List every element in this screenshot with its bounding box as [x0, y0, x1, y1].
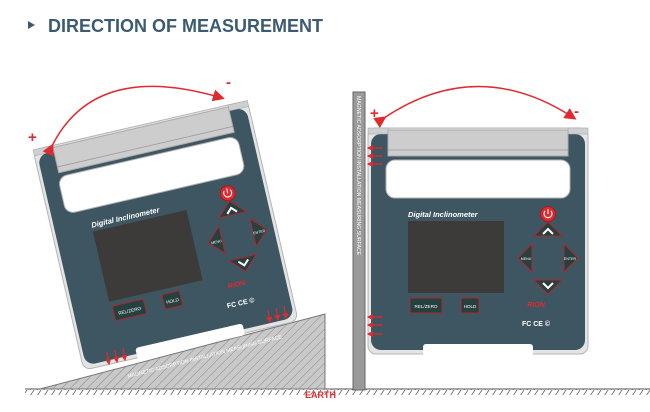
- enter-label: ENTER: [564, 257, 577, 261]
- hold-button[interactable]: [460, 297, 480, 314]
- power-icon: [223, 188, 233, 198]
- magnetic-force-arrows: [105, 145, 383, 366]
- certification-marks: FC CE ©: [522, 320, 551, 328]
- device-screen: [408, 221, 504, 293]
- brand-logo: RION: [527, 302, 545, 309]
- menu-label: MENU: [211, 239, 223, 245]
- inclinometer-tilted: Digital Inclinometer MENU ENTER REL/ZERO…: [32, 100, 298, 370]
- down-arrow-icon: [237, 258, 249, 267]
- rel-zero-button[interactable]: [409, 297, 443, 314]
- bullet-triangle-icon: [28, 21, 35, 29]
- dpad: MENU ENTER: [517, 221, 579, 295]
- right-plus-label: +: [370, 105, 379, 122]
- brand-logo: RION: [227, 280, 247, 291]
- right-minus-label: -: [574, 103, 579, 120]
- dpad: MENU ENTER: [205, 200, 270, 274]
- left-plus-label: +: [28, 129, 37, 146]
- page-title: DIRECTION OF MEASUREMENT: [48, 16, 323, 36]
- power-icon: [543, 209, 553, 219]
- device-screen: [92, 210, 203, 302]
- down-arrow-icon: [542, 282, 554, 290]
- down-button[interactable]: [227, 253, 259, 274]
- menu-label: MENU: [521, 257, 532, 261]
- rel-zero-label: REL/ZERO: [118, 306, 142, 316]
- rel-zero-button[interactable]: [112, 298, 147, 321]
- handle-window: [385, 159, 571, 199]
- vertical-surface-post: [352, 91, 366, 391]
- inclined-surface-wedge: [39, 313, 326, 390]
- earth-label: EARTH: [305, 390, 336, 400]
- menu-button[interactable]: [517, 242, 533, 274]
- bottom-notch: [423, 344, 533, 356]
- enter-button[interactable]: [249, 216, 270, 248]
- bottom-notch: [135, 323, 245, 360]
- hold-label: HOLD: [464, 304, 477, 309]
- device-handle[interactable]: [387, 129, 569, 157]
- ground-hatching: [25, 389, 650, 395]
- up-arrow-icon: [226, 206, 238, 215]
- left-rotation-arc: [42, 85, 225, 157]
- left-minus-label: -: [226, 74, 231, 91]
- hold-button[interactable]: [161, 290, 183, 310]
- up-arrow-icon: [542, 227, 554, 235]
- enter-label: ENTER: [253, 229, 266, 236]
- inclinometer-upright: Digital Inclinometer MENU ENTER REL/ZERO…: [367, 127, 589, 356]
- enter-button[interactable]: [563, 242, 579, 274]
- menu-button[interactable]: [205, 224, 226, 256]
- right-rotation-arc: [373, 85, 577, 128]
- device-title: Digital Inclinometer: [408, 210, 479, 219]
- rel-zero-label: REL/ZERO: [415, 304, 438, 309]
- post-surface-label: MAGNETIC ADSORPTION INSTALLATION MEASURI…: [355, 96, 361, 256]
- hold-label: HOLD: [166, 297, 180, 305]
